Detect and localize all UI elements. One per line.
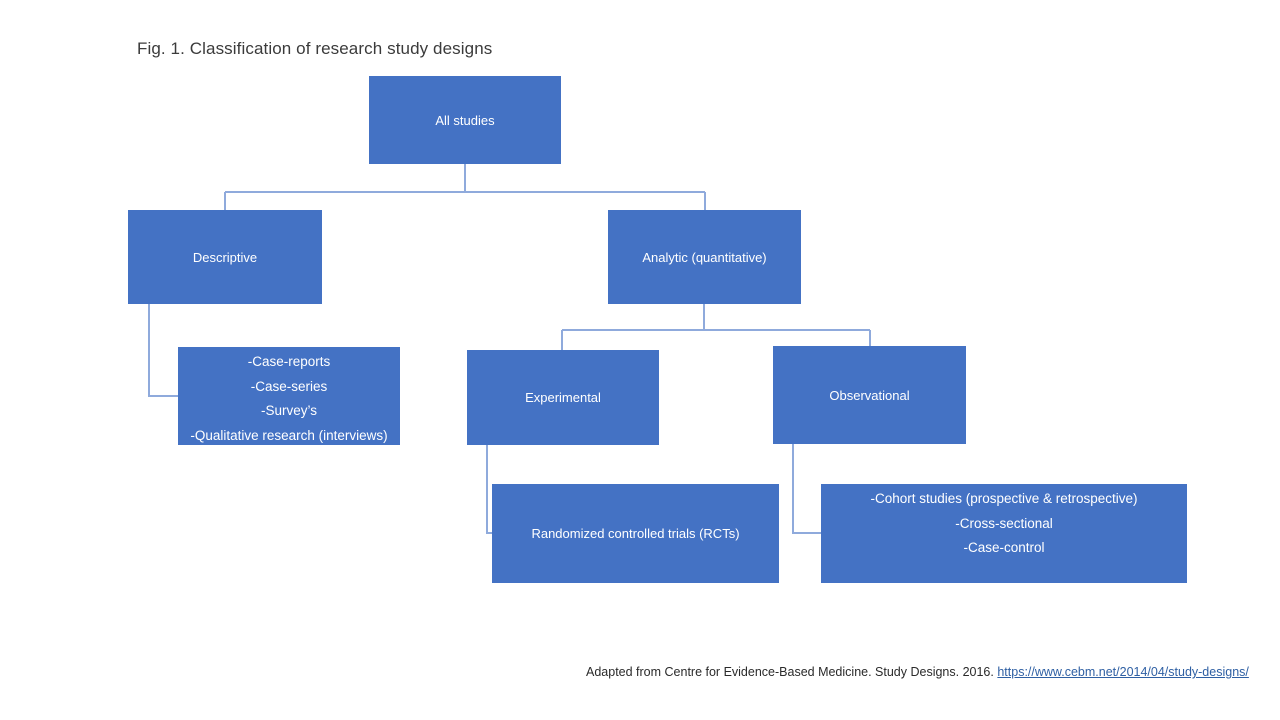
node-descriptive-examples[interactable]: -Case-reports -Case-series -Survey’s -Qu…: [178, 347, 400, 445]
list-item: -Cohort studies (prospective & retrospec…: [870, 491, 1138, 506]
observational-example-lines: -Cohort studies (prospective & retrospec…: [870, 487, 1137, 561]
list-item: -Survey’s: [260, 403, 318, 418]
descriptive-example-lines: -Case-reports -Case-series -Survey’s -Qu…: [190, 350, 387, 448]
node-analytic-label: Analytic (quantitative): [642, 249, 767, 265]
citation: Adapted from Centre for Evidence-Based M…: [586, 665, 1249, 679]
node-observational[interactable]: Observational: [773, 346, 966, 444]
node-rct-label: Randomized controlled trials (RCTs): [531, 526, 740, 541]
node-randomized-controlled-trials[interactable]: Randomized controlled trials (RCTs): [492, 484, 779, 583]
list-item: -Case-control: [963, 540, 1045, 555]
list-item: -Cross-sectional: [955, 515, 1053, 531]
node-analytic[interactable]: Analytic (quantitative): [608, 210, 801, 304]
list-item: -Case-reports: [247, 354, 331, 369]
citation-text: Adapted from Centre for Evidence-Based M…: [586, 665, 998, 679]
node-descriptive[interactable]: Descriptive: [128, 210, 322, 304]
citation-link[interactable]: https://www.cebm.net/2014/04/study-desig…: [997, 665, 1249, 679]
node-experimental[interactable]: Experimental: [467, 350, 659, 445]
node-experimental-label: Experimental: [525, 390, 601, 405]
list-item: -Qualitative research (interviews): [190, 427, 388, 443]
node-observational-examples[interactable]: -Cohort studies (prospective & retrospec…: [821, 484, 1187, 583]
node-all-studies[interactable]: All studies: [369, 76, 561, 164]
node-descriptive-label: Descriptive: [192, 249, 258, 265]
edge-descriptive-to-list: [148, 304, 179, 397]
edge-observational-to-list: [792, 444, 822, 534]
figure-title: Fig. 1. Classification of research study…: [137, 39, 493, 58]
node-observational-label: Observational: [829, 387, 910, 403]
list-item: -Case-series: [250, 378, 328, 394]
node-all-studies-label: All studies: [435, 112, 495, 128]
